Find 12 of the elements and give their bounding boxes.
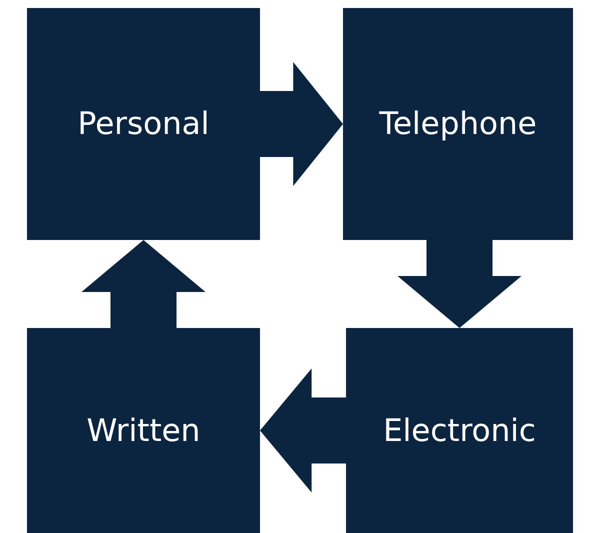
box-label: Electronic	[383, 412, 536, 448]
block-arrow	[260, 368, 346, 492]
process-box	[27, 8, 260, 240]
process-box	[343, 8, 573, 240]
process-box	[346, 328, 573, 533]
box-label: Telephone	[379, 106, 537, 142]
block-arrow	[398, 240, 522, 328]
block-arrow	[82, 240, 206, 328]
block-arrow	[260, 62, 343, 186]
box-label: Written	[86, 412, 200, 448]
process-box	[27, 328, 260, 533]
box-label: Personal	[78, 106, 210, 142]
